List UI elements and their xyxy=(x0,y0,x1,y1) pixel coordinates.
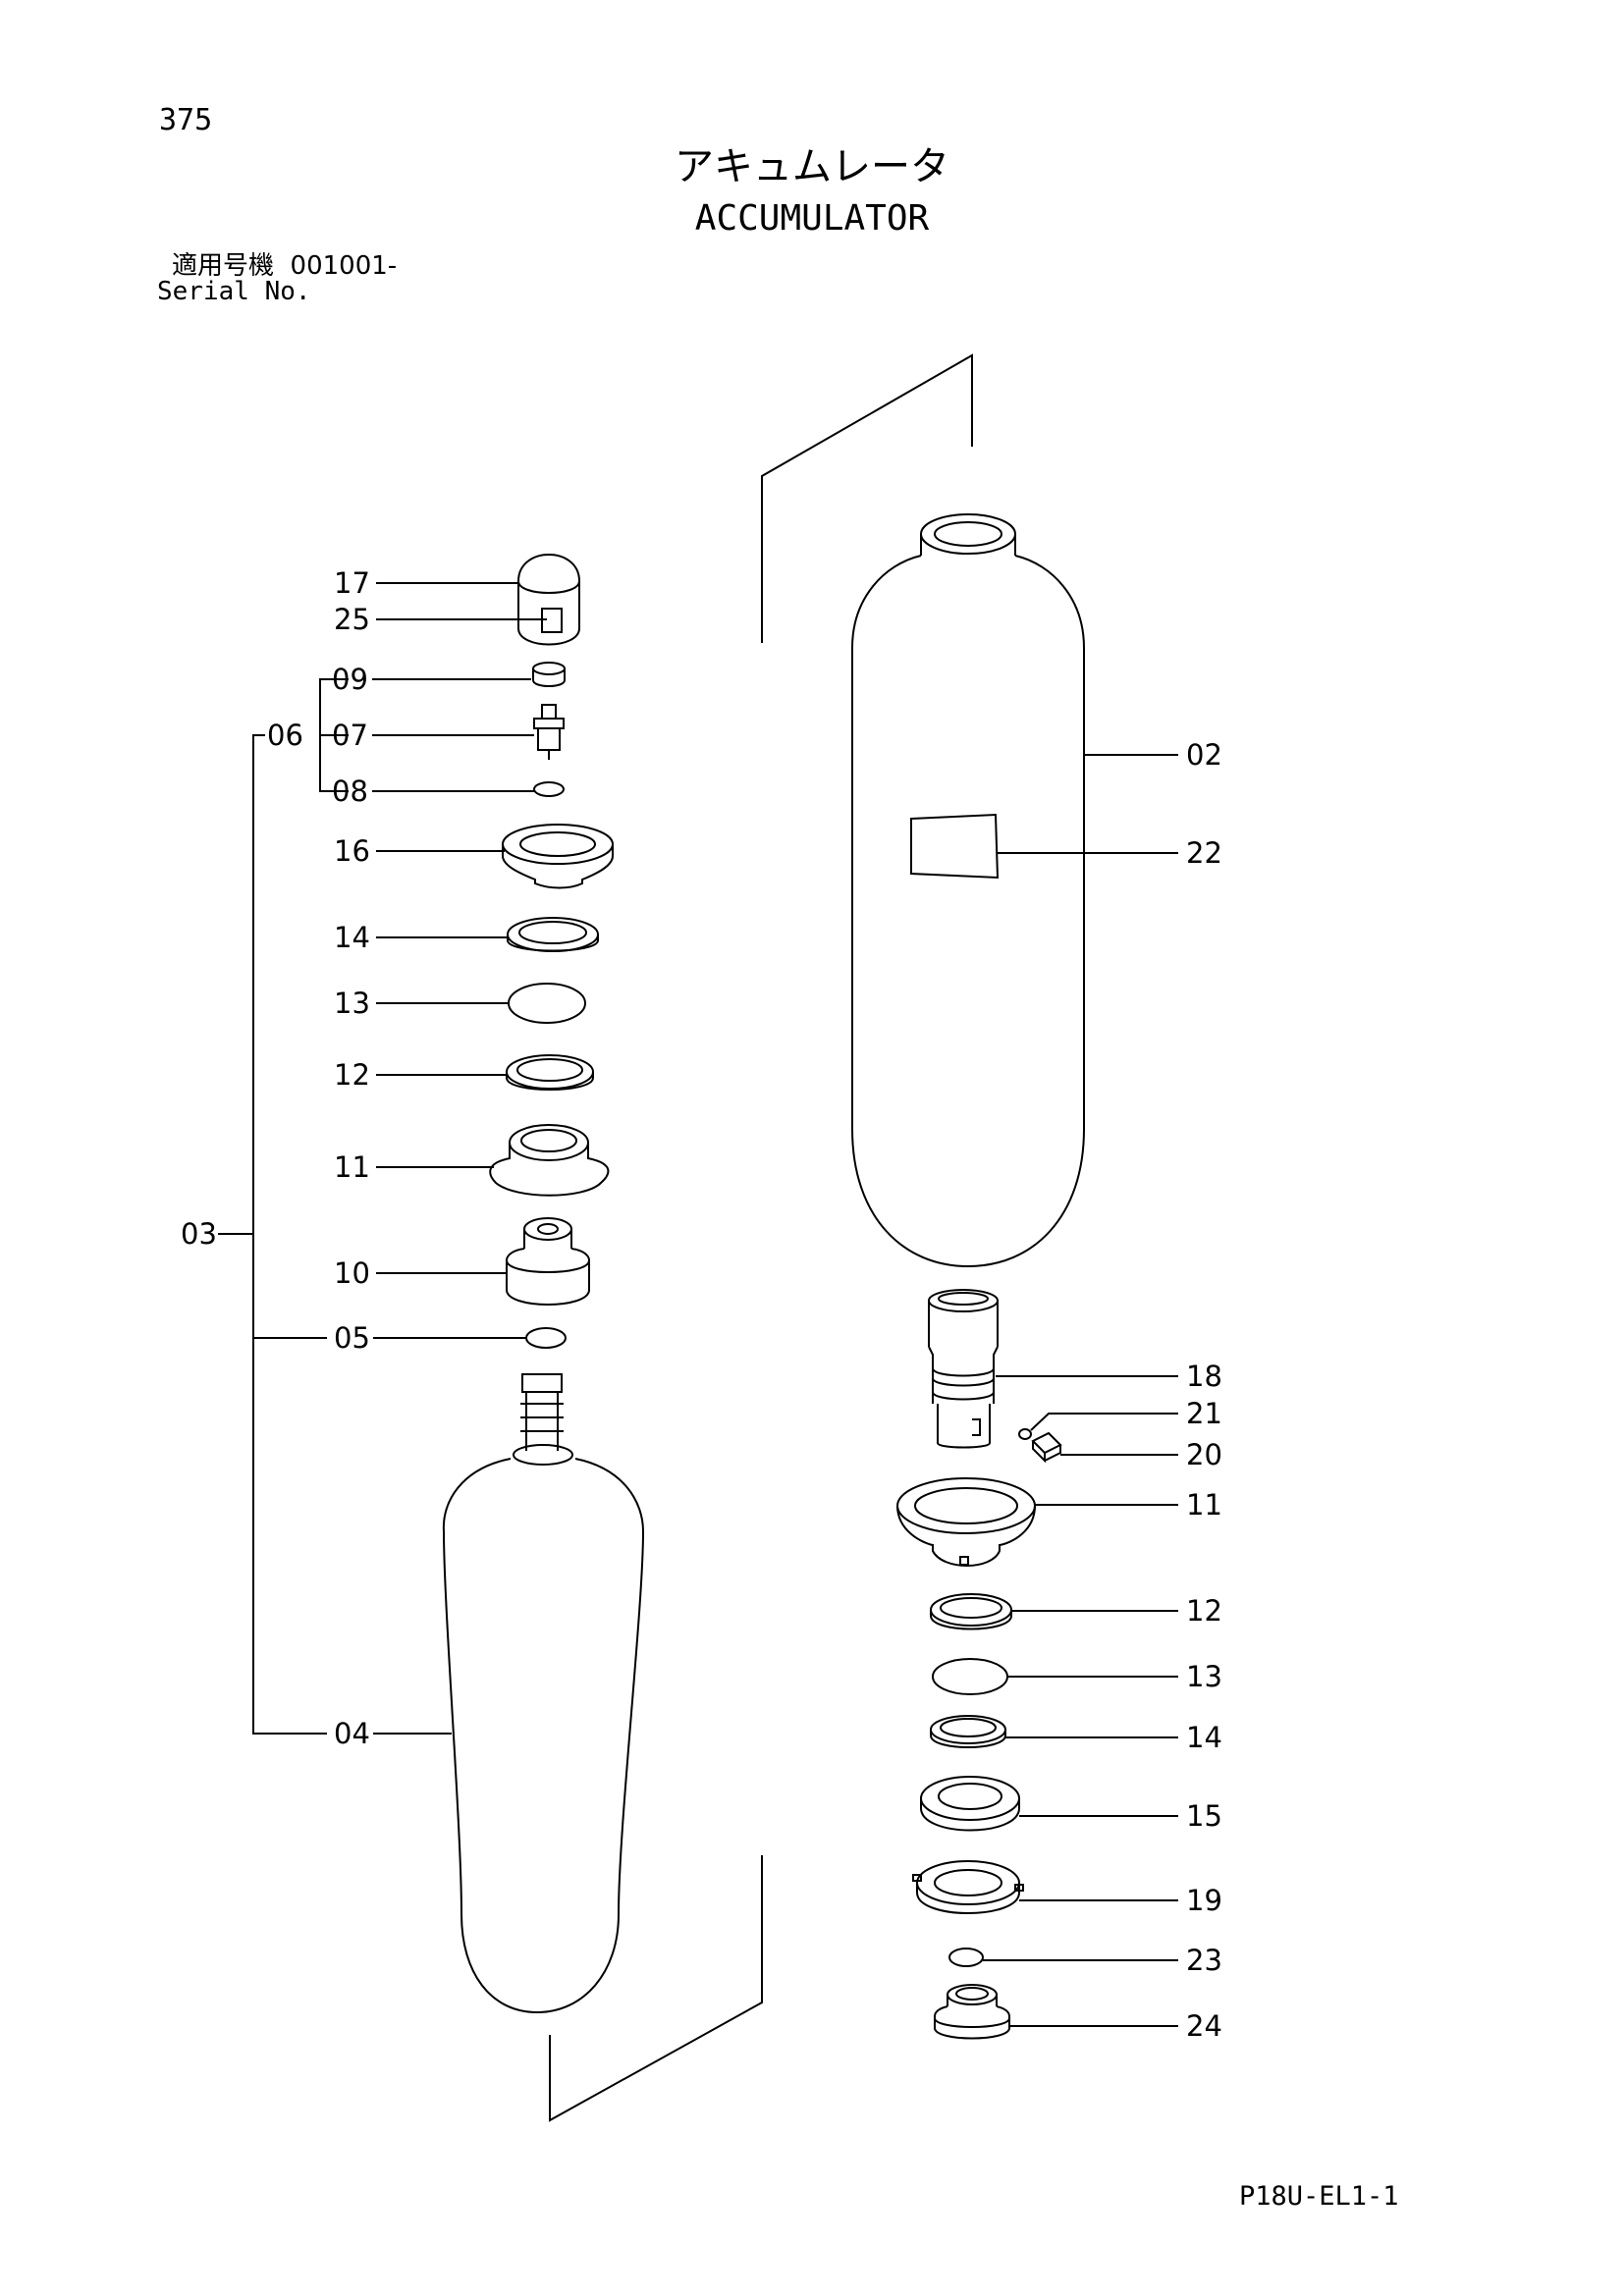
part-o-ring-05 xyxy=(525,1327,567,1349)
alignment-line-bottom xyxy=(549,1855,763,2122)
callout-16: 16 xyxy=(334,834,370,868)
callout-21: 21 xyxy=(1186,1397,1222,1430)
part-plug-body xyxy=(928,1289,999,1449)
page-number: 375 xyxy=(159,103,213,137)
part-o-ring-08 xyxy=(533,781,565,797)
callout-19: 19 xyxy=(1186,1884,1222,1917)
part-valve-core-cap xyxy=(532,662,566,687)
callout-11: 11 xyxy=(334,1150,370,1184)
part-o-ring-13 xyxy=(508,983,586,1024)
callout-14-right: 14 xyxy=(1186,1721,1222,1754)
part-washer xyxy=(912,1860,1024,1914)
serial-label-japanese: 適用号機 xyxy=(172,251,275,281)
callout-08: 08 xyxy=(332,774,368,808)
serial-value: 001001- xyxy=(290,251,398,281)
callout-10: 10 xyxy=(334,1256,370,1290)
callout-22: 22 xyxy=(1186,836,1222,870)
title-japanese: アキュムレータ xyxy=(675,144,949,189)
part-retainer-left xyxy=(489,1124,610,1197)
callout-13: 13 xyxy=(334,987,370,1020)
callout-05: 05 xyxy=(334,1321,370,1355)
part-ring xyxy=(920,1776,1020,1832)
callout-07: 07 xyxy=(332,719,368,752)
part-bladder xyxy=(442,1373,645,2014)
document-code: P18U-EL1-1 xyxy=(1239,2181,1399,2212)
callout-12: 12 xyxy=(334,1058,370,1092)
part-nut xyxy=(502,824,614,889)
callout-06: 06 xyxy=(267,719,303,752)
callout-03: 03 xyxy=(181,1217,217,1251)
leader-lines-left xyxy=(218,582,547,1735)
callout-17: 17 xyxy=(334,566,370,600)
callout-24: 24 xyxy=(1186,2009,1222,2043)
callout-23: 23 xyxy=(1186,1944,1222,1977)
part-backup-ring-12 xyxy=(506,1054,594,1091)
callout-02: 02 xyxy=(1186,738,1222,772)
part-backup-ring-14-right xyxy=(930,1715,1006,1748)
callout-20: 20 xyxy=(1186,1438,1222,1471)
leader-lines-right xyxy=(983,754,1178,2027)
serial-label-english: Serial No. xyxy=(157,277,311,306)
callout-04: 04 xyxy=(334,1717,370,1750)
part-shell xyxy=(851,513,1085,1268)
part-retainer-right xyxy=(896,1477,1036,1567)
part-backup-ring-14 xyxy=(507,917,599,952)
alignment-line-top xyxy=(761,353,973,643)
part-valve-body xyxy=(506,1217,590,1306)
callout-13-right: 13 xyxy=(1186,1660,1222,1693)
callout-18: 18 xyxy=(1186,1360,1222,1393)
part-valve-core xyxy=(533,704,565,760)
callout-12-right: 12 xyxy=(1186,1594,1222,1628)
callout-15: 15 xyxy=(1186,1799,1222,1833)
part-bleed-screw xyxy=(1031,1431,1062,1464)
serial-range: 適用号機 001001- xyxy=(172,253,397,279)
part-plug xyxy=(934,1984,1010,2040)
part-label-plate xyxy=(910,813,1000,880)
callout-14: 14 xyxy=(334,921,370,954)
callout-09: 09 xyxy=(332,663,368,696)
part-o-ring-23 xyxy=(948,1948,984,1967)
part-o-ring-21 xyxy=(1018,1428,1032,1440)
title-english: ACCUMULATOR xyxy=(694,198,930,239)
part-cap xyxy=(517,554,580,646)
part-backup-ring-12-right xyxy=(930,1593,1012,1630)
callout-11-right: 11 xyxy=(1186,1488,1222,1522)
part-o-ring-13-right xyxy=(932,1658,1008,1695)
callout-25: 25 xyxy=(334,603,370,636)
